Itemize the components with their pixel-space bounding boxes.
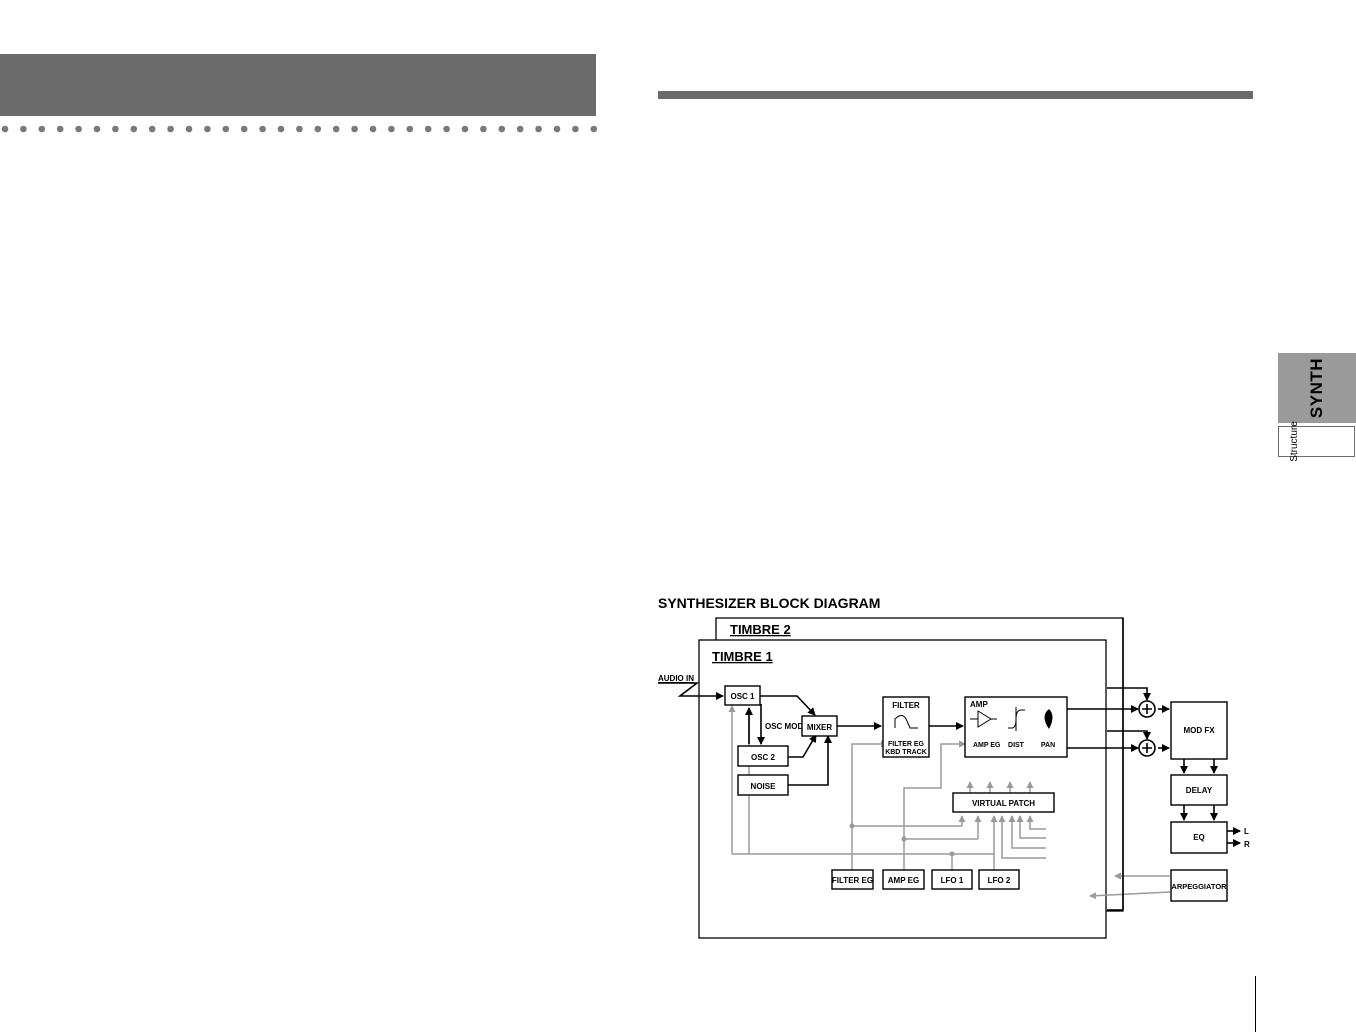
svg-text:AMP EG: AMP EG xyxy=(973,742,1001,749)
svg-text:VIRTUAL PATCH: VIRTUAL PATCH xyxy=(972,799,1035,808)
page-edge-rule xyxy=(1255,976,1256,1032)
mixer-block: MIXER xyxy=(801,715,838,737)
svg-text:FILTER: FILTER xyxy=(892,701,920,710)
audio-signal-lines xyxy=(658,618,1241,911)
tab-synth[interactable]: SYNTH xyxy=(1278,353,1356,423)
svg-text:OSC 1: OSC 1 xyxy=(730,692,755,701)
svg-text:NOISE: NOISE xyxy=(751,782,777,791)
amp-eg-block: AMP EG xyxy=(882,869,925,890)
svg-text:ARPEGGIATOR: ARPEGGIATOR xyxy=(1171,882,1227,891)
timbre2-label: TIMBRE 2 xyxy=(730,622,791,637)
junction-dots xyxy=(849,823,955,857)
dist-curve-icon xyxy=(1008,707,1025,731)
tab-synth-label: SYNTH xyxy=(1307,357,1326,419)
svg-text:AMP: AMP xyxy=(970,700,988,709)
dotted-rule xyxy=(1,125,598,133)
delay-block: DELAY xyxy=(1170,774,1228,806)
svg-text:LFO 1: LFO 1 xyxy=(941,876,964,885)
amp-section-block: AMP AMP EG DIST PAN xyxy=(964,696,1068,758)
lfo1-block: LFO 1 xyxy=(931,869,973,890)
svg-text:LFO 2: LFO 2 xyxy=(988,876,1011,885)
filter-block: FILTER FILTER EG KBD TRACK xyxy=(882,696,930,758)
timbre1-label: TIMBRE 1 xyxy=(712,649,773,664)
pan-knob-icon xyxy=(1044,709,1053,729)
audio-in-label: AUDIO IN xyxy=(658,674,694,683)
svg-text:PAN: PAN xyxy=(1041,742,1055,749)
svg-text:KBD TRACK: KBD TRACK xyxy=(885,749,927,756)
output-r-label: R xyxy=(1244,840,1250,849)
synth-block-diagram: SYNTHESIZER BLOCK DIAGRAM TIMBRE 2 TIMBR… xyxy=(658,595,1250,939)
osc1-block: OSC 1 xyxy=(724,685,761,706)
section-rule xyxy=(658,91,1253,99)
lowpass-curve-icon xyxy=(894,715,918,729)
tab-structure[interactable]: Structure xyxy=(1278,421,1355,462)
filter-eg-block: FILTER EG xyxy=(831,869,874,890)
sum-node-lower xyxy=(1138,739,1156,757)
arpeggiator-block: ARPEGGIATOR xyxy=(1170,869,1228,902)
svg-text:FILTER EG: FILTER EG xyxy=(888,741,925,748)
svg-text:EQ: EQ xyxy=(1193,833,1205,842)
svg-text:DELAY: DELAY xyxy=(1186,786,1213,795)
svg-text:AMP EG: AMP EG xyxy=(888,876,919,885)
svg-text:MOD FX: MOD FX xyxy=(1183,726,1215,735)
sum-node-upper xyxy=(1138,700,1156,718)
amp-triangle-icon xyxy=(970,710,997,728)
svg-text:OSC 2: OSC 2 xyxy=(751,753,776,762)
virtual-patch-block: VIRTUAL PATCH xyxy=(952,792,1055,813)
osc2-block: OSC 2 xyxy=(737,745,789,767)
output-l-label: L xyxy=(1244,827,1249,836)
diagram-title: SYNTHESIZER BLOCK DIAGRAM xyxy=(658,595,880,611)
tab-structure-label: Structure xyxy=(1288,421,1300,462)
lfo2-block: LFO 2 xyxy=(978,869,1020,890)
svg-text:MIXER: MIXER xyxy=(807,723,833,732)
svg-text:DIST: DIST xyxy=(1008,742,1025,749)
mod-fx-block: MOD FX xyxy=(1170,701,1228,760)
eq-block: EQ xyxy=(1170,821,1228,854)
osc-mod-label: OSC MOD xyxy=(765,722,803,731)
noise-block: NOISE xyxy=(737,774,789,796)
section-header-bar xyxy=(0,54,596,116)
svg-text:FILTER EG: FILTER EG xyxy=(832,876,873,885)
